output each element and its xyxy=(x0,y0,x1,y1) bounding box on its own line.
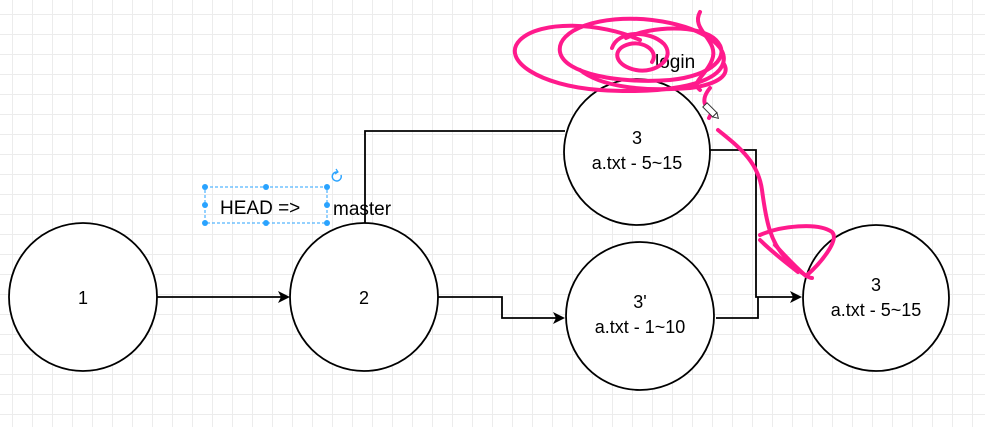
commit-node-2[interactable]: 2 xyxy=(289,222,439,372)
head-label[interactable]: HEAD => xyxy=(220,198,300,219)
node-2-label: 2 xyxy=(359,288,369,308)
pink-scribble-annotation xyxy=(512,10,836,280)
commit-node-3-right[interactable]: 3 a.txt - 5~15 xyxy=(802,224,950,372)
master-label[interactable]: master xyxy=(333,199,392,220)
pencil-cursor-icon xyxy=(702,102,720,120)
node-1-label: 1 xyxy=(78,288,88,308)
node-3-right-line1: 3 xyxy=(871,275,881,295)
edge-2-to-3-top[interactable] xyxy=(364,130,565,225)
rotate-handle-icon[interactable] xyxy=(331,168,342,182)
node-3-top-line1: 3 xyxy=(632,128,642,148)
commit-node-3-prime[interactable]: 3' a.txt - 1~10 xyxy=(565,241,715,391)
node-3-right-line2: a.txt - 5~15 xyxy=(831,300,922,320)
node-3-prime-line1: 3' xyxy=(633,292,646,312)
edge-3-prime-to-3-right[interactable] xyxy=(716,297,759,319)
node-3-top-line2: a.txt - 5~15 xyxy=(592,153,683,173)
commit-node-3-top[interactable]: 3 a.txt - 5~15 xyxy=(563,78,711,226)
connectors xyxy=(157,130,802,324)
edge-3-top-to-3-right[interactable] xyxy=(709,149,802,303)
selection-handles[interactable] xyxy=(202,184,330,226)
node-3-prime-line2: a.txt - 1~10 xyxy=(595,317,686,337)
commit-node-1[interactable]: 1 xyxy=(8,222,158,372)
head-label-selection[interactable]: HEAD => xyxy=(202,168,342,226)
edge-2-to-3-prime[interactable] xyxy=(438,296,565,324)
